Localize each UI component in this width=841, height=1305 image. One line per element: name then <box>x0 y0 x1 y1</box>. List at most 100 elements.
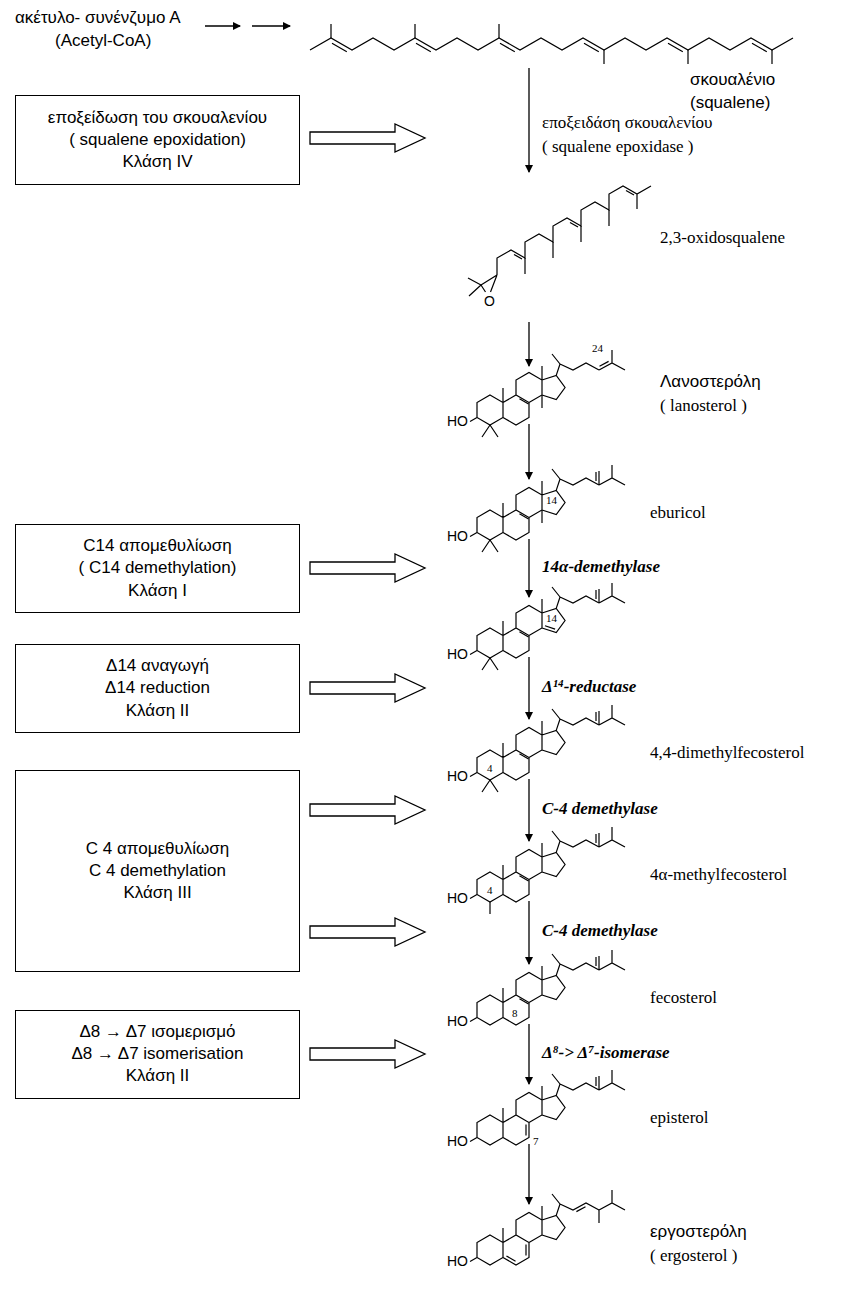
lanosterol-structure <box>470 350 625 437</box>
block-arrow <box>310 796 425 824</box>
step-text: Δ8 → Δ7 ισομερισμό <box>79 1021 235 1043</box>
step-text: C14 απομεθυλίωση <box>83 535 231 557</box>
steroid-core <box>470 587 599 658</box>
atom-label: HO <box>447 414 468 428</box>
steroid-core <box>470 354 599 425</box>
step-text: Δ14 reduction <box>105 677 210 699</box>
carbon-number: 14 <box>546 613 557 624</box>
step-text: Δ8 → Δ7 isomerisation <box>71 1043 243 1065</box>
folded-chain <box>497 186 651 275</box>
atom-label: HO <box>447 647 468 661</box>
compound-name: 4,4-dimethylfecosterol <box>650 743 804 763</box>
steroid-core <box>470 831 599 902</box>
process-box: Δ14 αναγωγήΔ14 reductionΚλάση II <box>15 644 300 733</box>
carbon-number: 7 <box>533 1136 539 1147</box>
carbon-number: 14 <box>546 495 557 506</box>
process-box: εποξείδωση του σκουαλενίου( squalene epo… <box>15 95 300 185</box>
class-label: Κλάση I <box>128 580 187 602</box>
double-bond <box>506 1256 515 1261</box>
atom-label: HO <box>447 891 468 905</box>
double-bond <box>519 754 528 759</box>
reaction-arrow <box>528 322 529 366</box>
oxidosqualene-structure <box>468 186 651 296</box>
compound-name: εργοστερόλη <box>650 1222 747 1242</box>
methylfecosterol-structure <box>470 827 625 914</box>
methyl-bonds <box>331 24 772 64</box>
process-box: Δ8 → Δ7 ισομερισμόΔ8 → Δ7 isomerisationΚ… <box>15 1010 300 1099</box>
pathway-arrows <box>528 68 529 1204</box>
eburicol-structure <box>470 465 625 552</box>
double-bond <box>545 626 555 629</box>
step-text: Δ14 αναγωγή <box>106 655 209 677</box>
demethyl-structure <box>470 583 625 670</box>
block-arrows <box>310 124 425 1068</box>
atom-label: HO <box>447 529 468 543</box>
carbon-chain <box>310 38 793 50</box>
fecosterol-structure <box>470 950 625 1025</box>
atom-label: HO <box>447 1014 468 1028</box>
methyl-bonds <box>525 210 609 274</box>
compound-name: episterol <box>650 1108 709 1128</box>
enzyme-name: εποξειδάση σκουαλενίου <box>542 113 712 133</box>
reaction-arrow <box>528 424 529 479</box>
atom-label: O <box>484 294 495 308</box>
double-bond <box>519 399 528 404</box>
enzyme-name: C-4 demethylase <box>542 799 658 819</box>
process-box: C 4 απομεθυλίωσηC 4 demethylationΚλάση I… <box>15 770 300 972</box>
reagent-name: (Acetyl-CoA) <box>55 31 151 51</box>
block-arrow <box>310 674 425 702</box>
block-arrow <box>310 554 425 582</box>
atom-label: HO <box>447 1254 468 1268</box>
reaction-arrow <box>528 68 529 172</box>
double-bond <box>519 876 528 881</box>
methyl-bond <box>482 780 498 792</box>
reaction-arrow <box>252 25 290 26</box>
compound-name: fecosterol <box>650 988 717 1008</box>
steroid-core <box>470 469 599 540</box>
reaction-arrow <box>528 1144 529 1204</box>
methyl-bond <box>482 540 498 552</box>
enzyme-name: C-4 demethylase <box>542 921 658 941</box>
double-bond <box>519 999 528 1004</box>
squalene-structure <box>310 24 793 64</box>
compound-name: (squalene) <box>690 93 770 113</box>
methyl-bond <box>482 425 498 437</box>
compound-name: ( ergosterol ) <box>650 1246 738 1266</box>
double-bonds <box>332 43 767 51</box>
step-text: ( C14 demethylation) <box>79 557 237 579</box>
side-chain <box>596 1070 625 1090</box>
block-arrow <box>310 918 425 946</box>
ergosterol-structure <box>470 1190 625 1265</box>
compound-name: Λανοστερόλη <box>660 372 761 392</box>
reaction-arrow <box>528 539 529 597</box>
enzyme-name: 14α-demethylase <box>542 557 660 577</box>
epoxide-ring <box>468 275 497 296</box>
steroid-core <box>470 1074 599 1145</box>
compound-name: 4α-methylfecosterol <box>650 865 787 885</box>
class-label: Κλάση II <box>126 700 190 722</box>
step-text: C 4 απομεθυλίωση <box>86 838 230 860</box>
side-chain <box>596 583 625 603</box>
side-chain <box>596 705 625 725</box>
double-bond <box>519 514 528 519</box>
reaction-arrow <box>528 657 529 719</box>
atom-label: HO <box>447 769 468 783</box>
reaction-arrow <box>528 901 529 964</box>
compound-name: σκουαλένιο <box>690 70 775 90</box>
methyl-bond <box>542 395 543 408</box>
class-label: Κλάση IV <box>122 151 192 173</box>
atom-label: HO <box>447 1134 468 1148</box>
step-text: C 4 demethylation <box>89 860 226 882</box>
carbon-number: 24 <box>592 343 603 354</box>
step-text: ( squalene epoxidation) <box>69 129 246 151</box>
reagent-name: ακέτυλο- συνένζυμο Α <box>15 8 181 28</box>
side-chain <box>596 950 625 970</box>
double-bond <box>526 1245 527 1256</box>
process-box: C14 απομεθυλίωση( C14 demethylation)Κλάσ… <box>15 524 300 613</box>
class-label: Κλάση II <box>126 1065 190 1087</box>
carbon-number: 4 <box>487 885 493 896</box>
side-chain <box>576 1190 625 1223</box>
reaction-arrow <box>528 779 529 841</box>
double-bonds <box>514 190 634 259</box>
